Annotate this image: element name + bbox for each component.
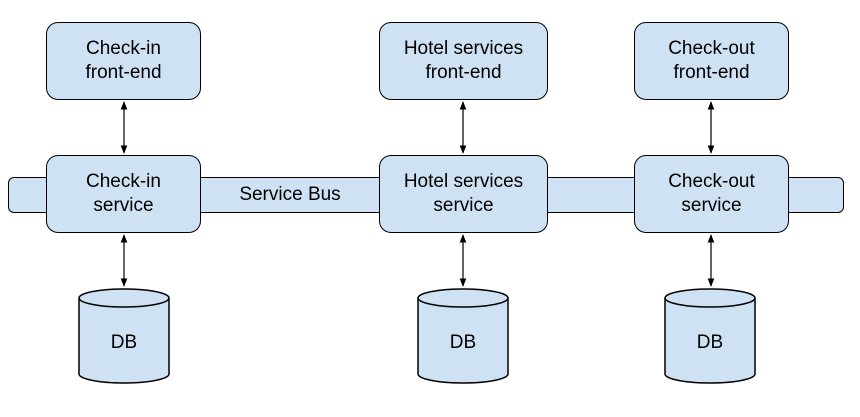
check-in-service-box: Check-in service [46,155,201,233]
check-in-service-line2: service [93,195,154,216]
database-icon [78,288,170,384]
check-out-db-label: DB [696,332,724,353]
check-in-frontend-line2: front-end [85,62,162,83]
hotel-services-db-label: DB [449,332,477,353]
database-icon [664,288,756,384]
check-in-frontend-box: Check-in front-end [46,22,201,100]
check-out-service-line1: Check-out [668,171,755,192]
hotel-services-service-line2: service [433,195,494,216]
hotel-services-service-box: Hotel services service [379,155,548,233]
check-out-frontend-line1: Check-out [668,38,755,59]
check-out-frontend-box: Check-out front-end [634,22,789,100]
hotel-services-db-cylinder: DB [417,288,509,384]
check-in-db-cylinder: DB [78,288,170,384]
check-in-db-label: DB [110,332,138,353]
hotel-services-frontend-line1: Hotel services [403,38,524,59]
hotel-services-frontend-line2: front-end [425,62,502,83]
hotel-services-frontend-box: Hotel services front-end [379,22,548,100]
database-icon [417,288,509,384]
check-in-frontend-line1: Check-in [86,38,161,59]
check-out-service-line2: service [681,195,742,216]
service-bus-label: Service Bus [239,184,341,205]
check-in-service-line1: Check-in [86,171,161,192]
hotel-services-service-line1: Hotel services [403,171,524,192]
check-out-service-box: Check-out service [634,155,789,233]
check-out-db-cylinder: DB [664,288,756,384]
check-out-frontend-line2: front-end [673,62,750,83]
